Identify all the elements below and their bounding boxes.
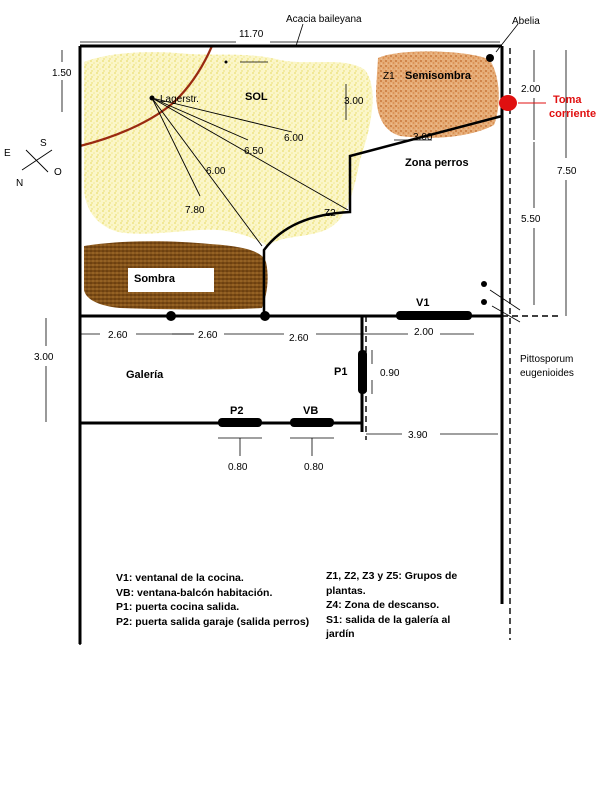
dim-p1-width: 0.90 bbox=[380, 368, 400, 379]
dim-radius-2: 6.50 bbox=[244, 146, 264, 157]
dim-galeria-height: 3.00 bbox=[34, 352, 54, 363]
dim-vb-width: 0.80 bbox=[304, 462, 324, 473]
legend-p2: P2: puerta salida garaje (salida perros) bbox=[116, 615, 310, 628]
dog-zone-fence bbox=[262, 114, 503, 316]
dim-right-lower: 5.50 bbox=[521, 214, 541, 225]
legend-left: V1: ventanal de la cocina. VB: ventana-b… bbox=[116, 571, 316, 629]
dim-top-left-height: 1.50 bbox=[52, 68, 72, 79]
dim-radius-1: 6.00 bbox=[284, 133, 304, 144]
semishade-zone bbox=[376, 51, 499, 138]
dim-galeria-right: 3.90 bbox=[408, 430, 428, 441]
dim-bottom-seg-1: 2.60 bbox=[108, 330, 128, 341]
label-semisombra: Semisombra bbox=[405, 70, 472, 82]
legend-zones: Z1, Z2, Z3 y Z5: Grupos de plantas. bbox=[326, 570, 458, 597]
legend-s1: S1: salida de la galería al jardín bbox=[326, 613, 451, 641]
compass-south: S bbox=[40, 138, 47, 149]
label-v1: V1 bbox=[416, 297, 429, 309]
label-toma-1: Toma bbox=[553, 94, 582, 106]
dim-total-width: 11.70 bbox=[239, 29, 264, 40]
dim-kitchen-window: 2.00 bbox=[414, 327, 434, 338]
label-sol: SOL bbox=[245, 91, 268, 103]
garden-path bbox=[79, 45, 214, 148]
dim-bottom-seg-2: 2.60 bbox=[198, 330, 218, 341]
dim-radius-3: 6.00 bbox=[206, 166, 226, 177]
openings bbox=[218, 311, 472, 427]
dim-radius-4: 7.80 bbox=[185, 205, 205, 216]
outlet-marker bbox=[499, 95, 517, 111]
legend-v1: V1: ventanal de la cocina. bbox=[116, 572, 244, 584]
label-pittosporum-2: eugenioides bbox=[520, 368, 574, 379]
legend-z4: Z4: Zona de descanso. bbox=[326, 599, 440, 611]
label-acacia: Acacia baileyana bbox=[286, 14, 362, 25]
dim-z1-inner: 3.00 bbox=[344, 96, 364, 107]
label-lagerstroemia: Lagerstr. bbox=[160, 94, 199, 105]
label-toma-2: corriente bbox=[549, 108, 596, 120]
label-sombra: Sombra bbox=[134, 273, 176, 285]
dim-p2-width: 0.80 bbox=[228, 462, 248, 473]
label-abelia: Abelia bbox=[512, 16, 540, 27]
legend-vb: VB: ventana-balcón habitación. bbox=[116, 586, 273, 599]
dimension-lines bbox=[45, 41, 567, 456]
label-vb: VB bbox=[303, 405, 318, 417]
dim-right-total: 7.50 bbox=[557, 166, 577, 177]
compass-north: N bbox=[16, 178, 23, 189]
dim-bottom-seg-3: 2.60 bbox=[289, 333, 309, 344]
legend-p1: P1: puerta cocina salida. bbox=[116, 601, 240, 613]
dim-semisombra-height: 2.00 bbox=[521, 84, 541, 95]
label-z1: Z1 bbox=[383, 71, 395, 82]
label-z2: Z2 bbox=[324, 208, 336, 219]
radius-lines bbox=[151, 97, 349, 247]
shade-zone bbox=[84, 241, 268, 310]
legend-right: Z1, Z2, Z3 y Z5: Grupos de plantas. Z4: … bbox=[326, 569, 476, 642]
annotation-pointers bbox=[240, 23, 521, 323]
label-zona-perros: Zona perros bbox=[405, 157, 469, 169]
compass-west: O bbox=[54, 167, 62, 178]
label-galeria: Galería bbox=[126, 369, 164, 381]
label-p2: P2 bbox=[230, 405, 243, 417]
posts bbox=[149, 54, 494, 321]
compass bbox=[21, 149, 53, 173]
label-pittosporum-1: Pittosporum bbox=[520, 354, 573, 365]
label-p1: P1 bbox=[334, 366, 347, 378]
dim-bench-width: 3.00 bbox=[413, 132, 433, 143]
compass-east: E bbox=[4, 148, 11, 159]
